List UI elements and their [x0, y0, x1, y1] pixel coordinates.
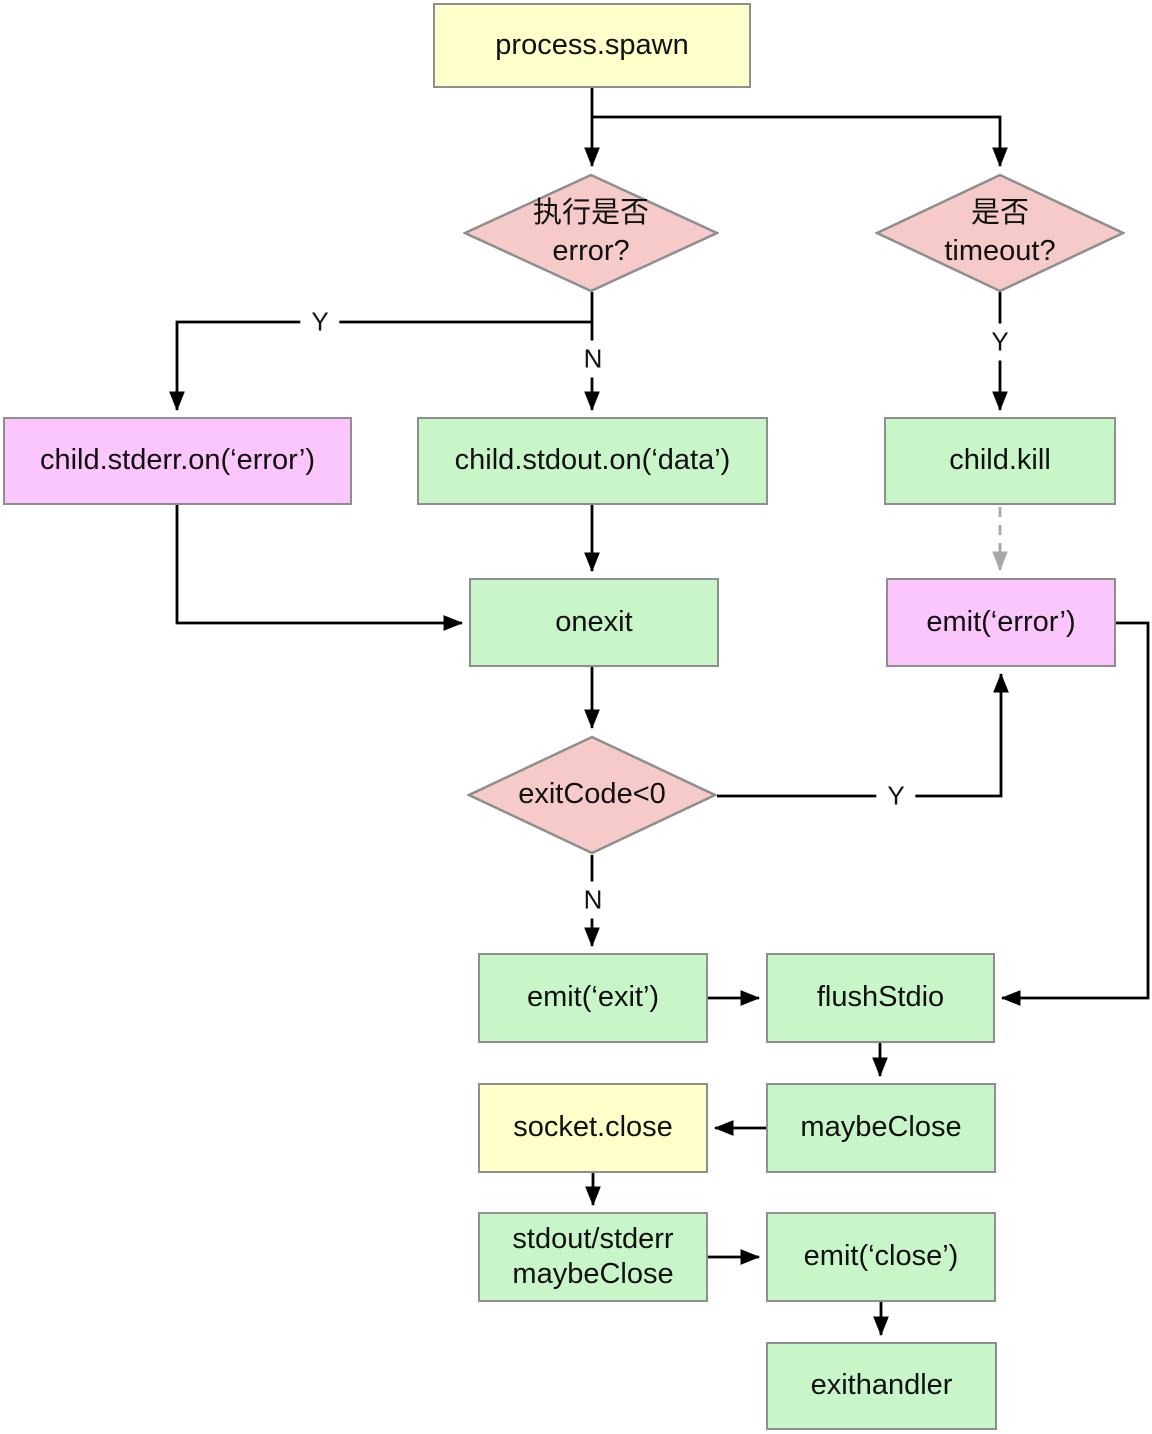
node-stdio-maybeclose-line1: stdout/stderr: [512, 1222, 674, 1255]
decision-error-line2: error?: [552, 235, 630, 267]
edge-exitcode-yes-to-emit-error: [717, 672, 1009, 798]
node-stdio-maybeclose-line2: maybeClose: [512, 1258, 674, 1290]
node-emit-error: emit(‘error’): [886, 578, 1116, 667]
node-child-stderr-on-error: child.stderr.on(‘error’): [3, 417, 352, 505]
edge-label-error-yes: Y: [300, 303, 340, 341]
node-child-stdout-on-data: child.stdout.on(‘data’): [417, 417, 768, 505]
node-onexit-label: onexit: [555, 605, 633, 638]
node-emit-close: emit(‘close’): [766, 1212, 996, 1302]
node-flushstdio-label: flushStdio: [816, 981, 945, 1014]
node-socket-close-label: socket.close: [513, 1111, 673, 1144]
edge-label-timeout-yes: Y: [980, 323, 1020, 361]
node-child-stderr-label: child.stderr.on(‘error’): [39, 444, 316, 477]
edge-label-exitcode-yes: Y: [876, 777, 916, 815]
exitcode-check-diamond-shape: [467, 735, 717, 855]
node-emit-exit-label: emit(‘exit’): [526, 981, 660, 1014]
node-maybeclose: maybeClose: [766, 1083, 996, 1173]
decision-error-check: 执行是否 error?: [463, 173, 719, 293]
node-child-stdout-label: child.stdout.on(‘data’): [454, 444, 731, 477]
decision-exitcode-check-label: exitCode<0: [518, 778, 666, 811]
node-flushstdio: flushStdio: [766, 953, 995, 1043]
node-onexit: onexit: [469, 578, 719, 667]
edge-stderr-to-onexit: [175, 505, 464, 631]
node-emit-error-label: emit(‘error’): [926, 605, 1076, 638]
edge-error-yes-to-stderr: [169, 320, 592, 412]
decision-timeout-check: 是否 timeout?: [875, 173, 1125, 293]
node-socket-close: socket.close: [478, 1083, 708, 1173]
node-emit-close-label: emit(‘close’): [803, 1240, 959, 1273]
node-exithandler-label: exithandler: [810, 1369, 953, 1402]
node-process-spawn-label: process.spawn: [495, 28, 689, 61]
node-maybeclose-label: maybeClose: [800, 1111, 962, 1144]
edge-label-exitcode-no: N: [572, 881, 614, 919]
decision-timeout-line1: 是否: [970, 197, 1029, 230]
decision-timeout-line2: timeout?: [944, 235, 1056, 267]
node-emit-exit: emit(‘exit’): [478, 953, 708, 1043]
node-stdio-maybeclose: stdout/stderr maybeClose: [478, 1212, 708, 1302]
node-stdio-maybeclose-label: stdout/stderr maybeClose: [512, 1222, 673, 1293]
node-child-kill-label: child.kill: [949, 444, 1051, 477]
edge-spawn-to-timeout-check: [592, 115, 1008, 168]
node-child-kill: child.kill: [884, 417, 1116, 505]
node-process-spawn: process.spawn: [433, 3, 751, 88]
decision-exitcode-check: exitCode<0: [467, 735, 717, 855]
edge-label-error-no: N: [572, 340, 614, 378]
edge-emit-error-to-flushstdio: [1000, 621, 1150, 1006]
decision-error-check-label: 执行是否 error?: [533, 195, 649, 270]
node-exithandler: exithandler: [766, 1342, 997, 1430]
timeout-check-diamond-shape: [875, 173, 1125, 293]
decision-timeout-check-label: 是否 timeout?: [944, 195, 1055, 270]
error-check-diamond-shape: [463, 173, 719, 293]
decision-error-line1: 执行是否: [532, 197, 649, 230]
